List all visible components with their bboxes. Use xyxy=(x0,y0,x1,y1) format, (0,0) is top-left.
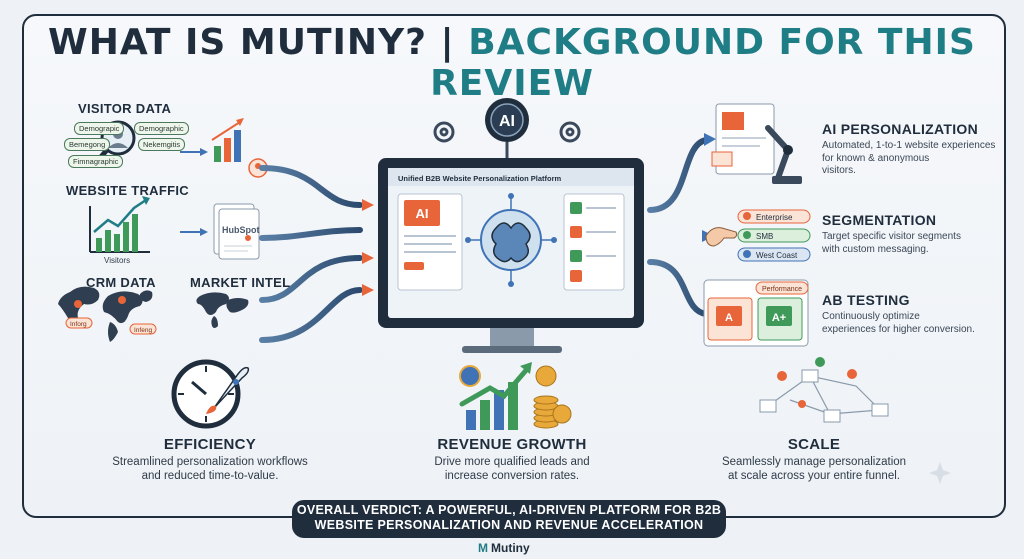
visitor-chip: Bemegong xyxy=(64,138,111,151)
feature-desc-line: experiences for higher conversion. xyxy=(822,323,975,335)
benefit-title-revenue-growth: REVENUE GROWTH xyxy=(437,436,587,453)
segmentation-hand-icon xyxy=(705,227,738,247)
benefit-desc-line: at scale across your entire funnel. xyxy=(728,470,900,482)
hubspot-logo-text: HubSpot xyxy=(222,225,260,235)
ab-testing-cards xyxy=(703,279,809,347)
benefit-desc-line: Streamlined personalization workflows xyxy=(112,456,308,468)
variant-a-plus: A+ xyxy=(772,312,786,324)
input-pipes xyxy=(259,165,363,343)
benefit-desc: Streamlined personalization workflows an… xyxy=(70,455,350,483)
benefit-desc-line: Drive more qualified leads and xyxy=(434,456,590,468)
output-pipes xyxy=(647,137,709,317)
benefit-desc-line: Seamlessly manage personalization xyxy=(721,456,907,468)
gear-icon xyxy=(433,121,581,143)
location-pin-icon xyxy=(74,296,126,308)
visitor-chip: Demographic xyxy=(134,122,189,135)
verdict-line: WEBSITE PERSONALIZATION AND REVENUE ACCE… xyxy=(314,518,704,532)
benefit-desc: Drive more qualified leads and increase … xyxy=(372,455,652,483)
benefit-desc-line: increase conversion rates. xyxy=(444,470,580,482)
segment-west-coast: West Coast xyxy=(756,251,798,260)
traffic-chart-label: Visitors xyxy=(104,256,130,265)
title-part1: WHAT IS MUTINY? xyxy=(48,22,427,63)
verdict-banner: OVERALL VERDICT: A POWERFUL, AI-DRIVEN P… xyxy=(292,500,726,538)
brand-name: Mutiny xyxy=(491,541,530,555)
feature-desc: Target specific visitor segments with cu… xyxy=(822,231,961,256)
ai-chip-icon xyxy=(485,98,529,158)
screen-card-right xyxy=(563,193,625,291)
feature-desc: Automated, 1-to-1 website experiences fo… xyxy=(822,140,995,178)
screen-header: Unified B2B Website Personalization Plat… xyxy=(398,174,562,183)
traffic-chart-icon xyxy=(89,196,150,253)
page-title: WHAT IS MUTINY? | BACKGROUND FOR THIS RE… xyxy=(0,22,1024,104)
benefit-desc: Seamlessly manage personalization at sca… xyxy=(674,455,954,483)
benefit-desc-line: and reduced time-to-value. xyxy=(141,470,279,482)
hubspot-docs-icon xyxy=(213,203,260,260)
visitor-chip: Nekemgitis xyxy=(138,138,186,151)
feature-desc: Continuously optimize experiences for hi… xyxy=(822,311,975,336)
variant-a: A xyxy=(725,312,733,324)
market-map-icon xyxy=(196,292,249,328)
title-separator: | xyxy=(440,22,455,63)
card-ai-text: AI xyxy=(416,206,429,221)
visitor-data-label: VISITOR DATA xyxy=(78,101,172,116)
market-intel-label: MARKET INTEL xyxy=(190,275,291,290)
benefit-title-efficiency: EFFICIENCY xyxy=(163,436,257,453)
feature-desc-line: for known & anonymous xyxy=(822,152,930,164)
pipe-arrowheads xyxy=(362,199,374,296)
feature-desc-line: Continuously optimize xyxy=(822,311,920,322)
feature-title-ab-testing: AB TESTING xyxy=(822,292,910,308)
mutiny-logo-icon: M xyxy=(478,541,488,555)
scale-network-icon xyxy=(759,357,889,423)
revenue-growth-icon xyxy=(459,362,572,430)
website-traffic-label: WEBSITE TRAFFIC xyxy=(66,183,189,198)
segment-smb: SMB xyxy=(756,232,773,241)
brain-icon xyxy=(465,193,557,287)
performance-badge: Performance xyxy=(762,286,802,293)
title-part2: BACKGROUND FOR THIS REVIEW xyxy=(430,22,976,104)
crm-tag-1: Inforg xyxy=(70,321,87,328)
clock-rocket-icon xyxy=(171,359,250,429)
benefit-title-scale: SCALE xyxy=(787,436,841,453)
sparkle-icon xyxy=(929,462,951,484)
feature-desc-line: Target specific visitor segments xyxy=(822,231,961,242)
feature-title-segmentation: SEGMENTATION xyxy=(822,212,937,228)
feature-desc-line: with custom messaging. xyxy=(822,243,929,255)
screen-card-left xyxy=(397,193,463,291)
visitor-chip: Demograpic xyxy=(74,122,125,135)
crm-tag-2: Infeng xyxy=(134,327,152,334)
feature-desc-line: Automated, 1-to-1 website experiences xyxy=(822,140,996,151)
robot-arm-icon xyxy=(711,103,802,184)
crm-data-label: CRM DATA xyxy=(86,275,156,290)
segment-enterprise: Enterprise xyxy=(756,213,793,222)
visitor-chip: Fimnagraphic xyxy=(68,155,124,168)
verdict-line: OVERALL VERDICT: A POWERFUL, AI-DRIVEN P… xyxy=(296,503,722,517)
feature-title-ai-personalization: AI PERSONALIZATION xyxy=(822,121,979,137)
ai-badge-text: AI xyxy=(499,113,515,130)
growth-bars-icon xyxy=(211,118,268,178)
feature-desc-line: visitors. xyxy=(822,165,856,176)
